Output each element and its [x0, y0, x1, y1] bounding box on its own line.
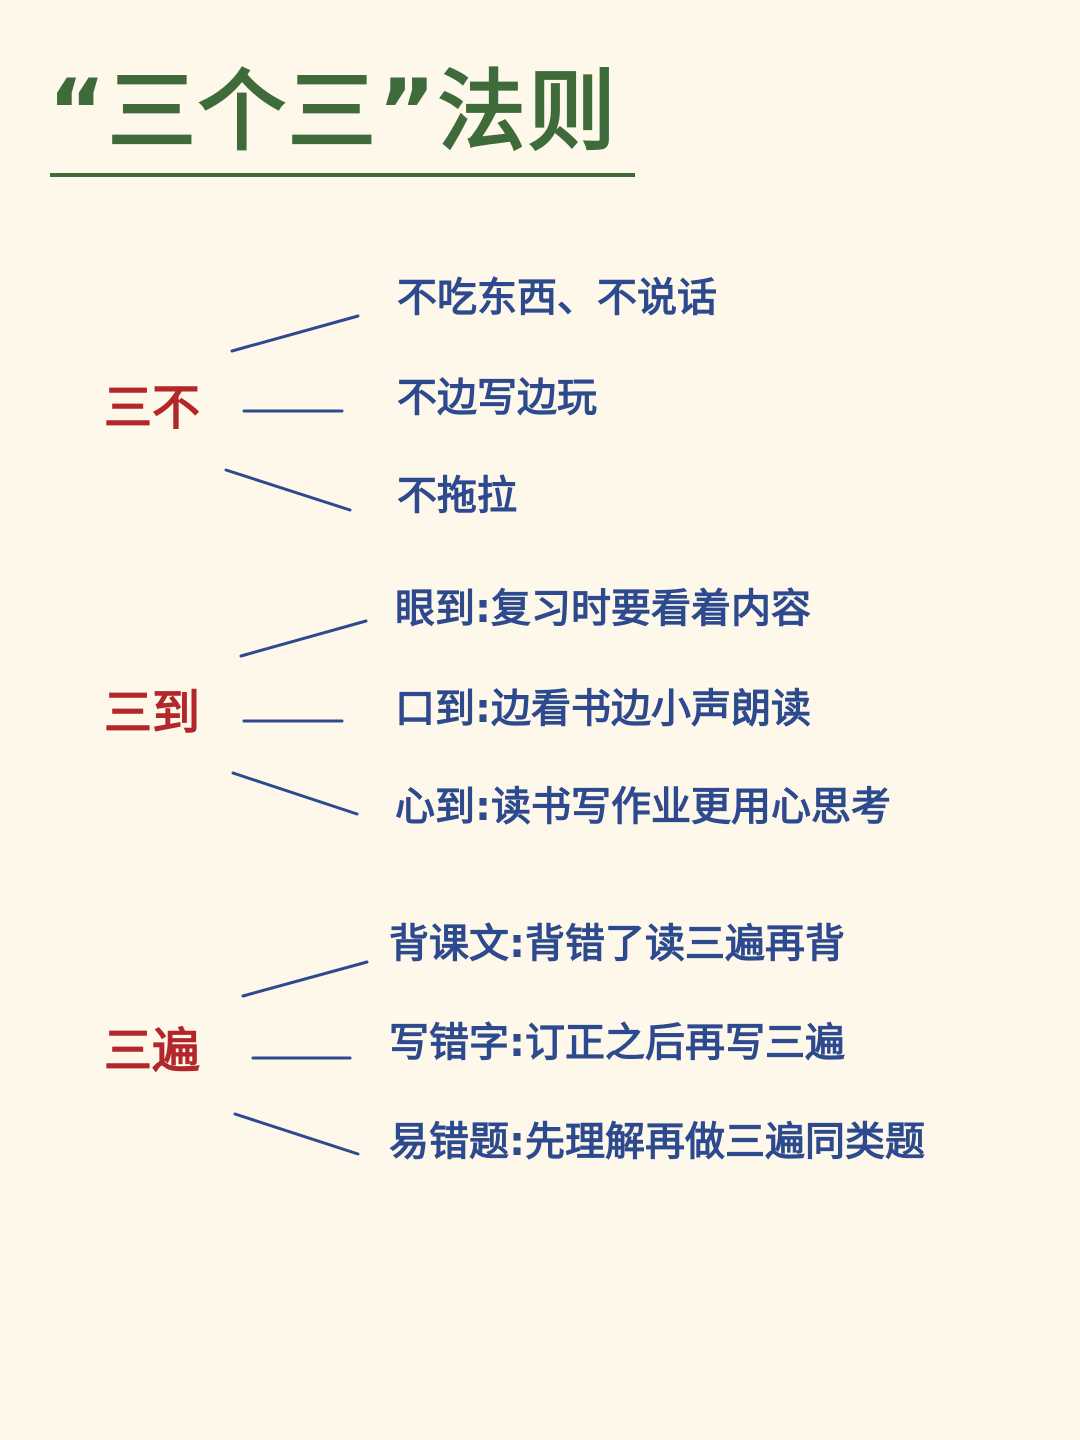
connector-line-3-1	[241, 960, 369, 998]
connector-line-2-1	[239, 619, 368, 658]
connector-line-3-3	[233, 1112, 360, 1156]
group-1-item-3: 不拖拉	[397, 473, 517, 519]
page-title: “三个三”法则	[48, 60, 618, 163]
group-1-item-2: 不边写边玩	[397, 375, 597, 421]
connector-line-1-1	[230, 314, 360, 353]
group-label-sandao: 三到	[104, 685, 201, 741]
group-2-item-2: 口到:边看书边小声朗读	[395, 686, 811, 732]
group-2-item-3: 心到:读书写作业更用心思考	[395, 784, 891, 830]
connector-line-1-3	[224, 468, 352, 512]
connector-line-2-3	[231, 771, 359, 816]
group-2-item-1: 眼到:复习时要看着内容	[395, 586, 811, 632]
group-3-item-3: 易错题:先理解再做三遍同类题	[389, 1119, 925, 1165]
group-3-item-2: 写错字:订正之后再写三遍	[389, 1020, 845, 1066]
group-label-sanbu: 三不	[104, 380, 201, 436]
group-3-item-1: 背课文:背错了读三遍再背	[389, 921, 845, 967]
group-1-item-1: 不吃东西、不说话	[397, 275, 717, 321]
group-label-sanbian: 三遍	[104, 1023, 201, 1079]
title-underline	[50, 173, 635, 177]
